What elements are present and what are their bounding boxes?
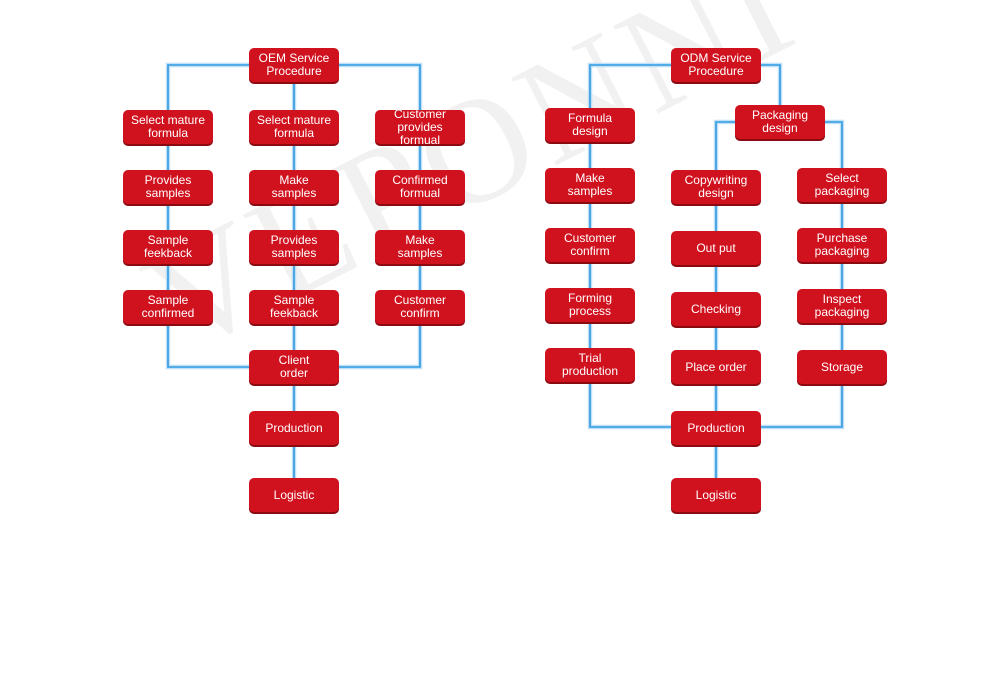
oem-col3-step-4: Customer confirm (375, 290, 465, 324)
oem-production: Production (249, 411, 339, 445)
oem-logistic: Logistic (249, 478, 339, 512)
oem-col3-step-2: Confirmed formual (375, 170, 465, 204)
oem-col3-step-1: Customer provides formual (375, 107, 465, 146)
odm-col1-step-5: Trial production (545, 348, 635, 382)
connector-1 (167, 64, 249, 110)
odm-col3-step-2: Purchase packaging (797, 228, 887, 262)
oem-col2-step-2: Make samples (249, 170, 339, 204)
connector-9 (589, 64, 671, 108)
odm-logistic: Logistic (671, 478, 761, 512)
odm-col3-step-3: Inspect packaging (797, 289, 887, 323)
connector-4 (167, 144, 249, 368)
oem-col2-step-4: Sample feekback (249, 290, 339, 324)
oem-root: OEM Service Procedure (249, 48, 339, 82)
connector-2 (339, 64, 421, 110)
connector-glow-2 (339, 62, 423, 110)
oem-col2-step-1: Select mature formula (249, 110, 339, 144)
oem-col3-step-3: Make samples (375, 230, 465, 264)
odm-col1-step-1: Formula design (545, 108, 635, 142)
oem-col1-step-1: Select mature formula (123, 110, 213, 144)
oem-col1-step-3: Sample feekback (123, 230, 213, 264)
connector-6 (339, 144, 421, 368)
oem-col1-step-4: Sample confirmed (123, 290, 213, 324)
oem-col1-step-2: Provides samples (123, 170, 213, 204)
connector-11 (715, 121, 735, 170)
odm-root: ODM Service Procedure (671, 48, 761, 82)
odm-col1-step-3: Customer confirm (545, 228, 635, 262)
connector-glow-9 (587, 62, 671, 108)
odm-col2-step-2: Out put (671, 231, 761, 265)
odm-col1-step-4: Forming process (545, 288, 635, 322)
connector-glow-1 (165, 62, 249, 110)
oem-col2-step-3: Provides samples (249, 230, 339, 264)
odm-col3-step-1: Select packaging (797, 168, 887, 202)
oem-client-order: Client order (249, 350, 339, 384)
connector-15 (761, 202, 843, 428)
connector-10 (761, 64, 781, 105)
odm-production: Production (671, 411, 761, 445)
odm-col2-step-1: Copywriting design (671, 170, 761, 204)
odm-col3-step-4: Storage (797, 350, 887, 384)
odm-col2-step-4: Place order (671, 350, 761, 384)
connector-glow-12 (825, 119, 845, 168)
odm-packaging-design: Packaging design (735, 105, 825, 139)
connector-glow-11 (713, 119, 735, 170)
odm-col2-step-3: Checking (671, 292, 761, 326)
connector-12 (825, 121, 843, 168)
connector-glow-10 (761, 62, 783, 105)
odm-col1-step-2: Make samples (545, 168, 635, 202)
